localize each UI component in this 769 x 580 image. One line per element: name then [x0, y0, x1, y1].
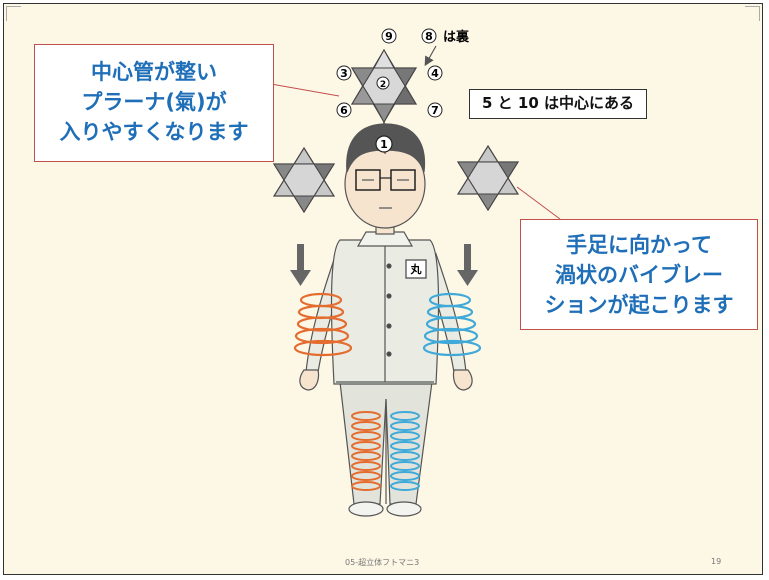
center-note: 5 と 10 は中心にある [469, 89, 647, 119]
point-8-label: 8 [425, 30, 433, 43]
point-1-marker [375, 135, 393, 153]
slide: 9 8 は裏 3 4 2 6 7 1 丸 中心管が整い プラーナ(氣)が 入りや… [3, 3, 763, 575]
footer-title: 05-超立体フトマニ3 [345, 558, 420, 567]
name-badge: 丸 [410, 262, 423, 276]
callout-central-channel: 中心管が整い プラーナ(氣)が 入りやすくなります [34, 44, 274, 162]
callout-leader-left [270, 83, 340, 97]
top-note: は裏 [443, 29, 470, 45]
callout-left-line1: 中心管が整い [91, 60, 217, 84]
point-6-label: 6 [340, 104, 348, 117]
callout-leader-right [516, 186, 561, 220]
callout-right-line2: 渦状のバイブレー [555, 263, 723, 287]
right-star-tetrahedron [456, 144, 520, 212]
point-9-label: 9 [385, 30, 393, 43]
corner-mark [745, 6, 760, 21]
page-number: 19 [711, 557, 722, 566]
figure-illustration: 9 8 は裏 3 4 2 6 7 1 丸 [270, 28, 561, 517]
point-7-label: 7 [431, 104, 439, 117]
callout-left-line3: 入りやすくなります [59, 120, 249, 144]
vortex-right-leg [390, 411, 420, 491]
corner-mark [6, 6, 21, 21]
callout-vortex: 手足に向かって 渦状のバイブレー ションが起こります [520, 219, 758, 330]
callout-right-line1: 手足に向かって [566, 233, 712, 257]
point-2-label: 2 [380, 80, 386, 90]
callout-left-line2: プラーナ(氣)が [81, 90, 227, 114]
point-3-label: 3 [340, 67, 348, 80]
down-arrow-right [457, 244, 478, 286]
down-arrow-left [290, 244, 311, 286]
point-4-label: 4 [431, 67, 439, 80]
callout-right-line3: ションが起こります [544, 293, 734, 317]
point-1-label: 1 [380, 138, 388, 151]
left-star-tetrahedron [272, 146, 336, 214]
pointer-arrow [424, 45, 437, 67]
vortex-left-arm [293, 292, 353, 357]
vortex-right-arm [422, 292, 482, 357]
vortex-left-leg [351, 411, 381, 491]
